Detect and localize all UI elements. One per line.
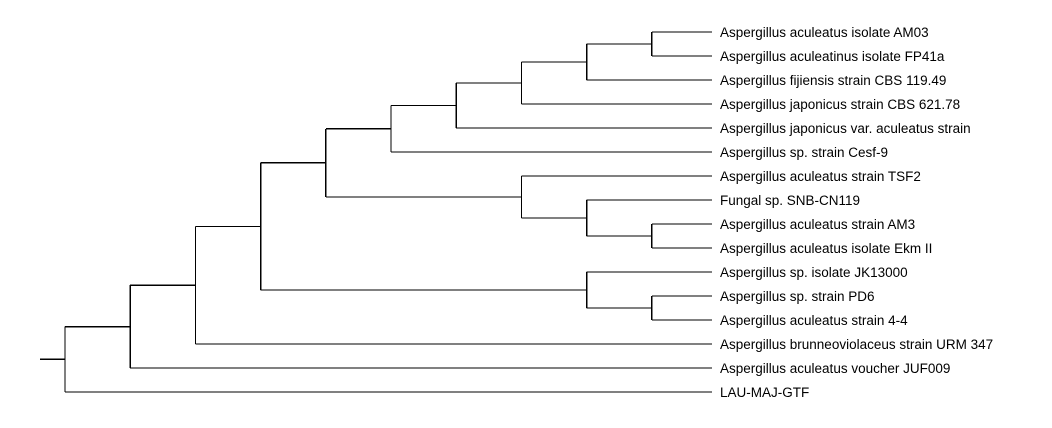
leaf-label: Aspergillus aculeatus strain 4-4 bbox=[720, 313, 908, 328]
leaf-label: Aspergillus aculeatinus isolate FP41a bbox=[720, 49, 945, 64]
leaf-label: Aspergillus aculeatus strain TSF2 bbox=[720, 169, 921, 184]
leaf-label: Fungal sp. SNB-CN119 bbox=[720, 193, 860, 208]
leaf-label: Aspergillus sp. strain PD6 bbox=[720, 289, 875, 304]
leaf-label: Aspergillus aculeatus isolate Ekm II bbox=[720, 241, 932, 256]
leaf-label: Aspergillus fijiensis strain CBS 119.49 bbox=[720, 73, 946, 88]
leaf-label: Aspergillus aculeatus isolate AM03 bbox=[720, 25, 929, 40]
leaf-label: Aspergillus sp. strain Cesf-9 bbox=[720, 145, 888, 160]
leaf-label: Aspergillus aculeatus strain AM3 bbox=[720, 217, 915, 232]
leaf-label: Aspergillus japonicus var. aculeatus str… bbox=[720, 121, 971, 136]
leaf-label: Aspergillus sp. isolate JK13000 bbox=[720, 265, 908, 280]
leaf-label: Aspergillus brunneoviolaceus strain URM … bbox=[720, 337, 993, 352]
leaf-label: LAU-MAJ-GTF bbox=[720, 385, 809, 400]
leaf-label: Aspergillus aculeatus voucher JUF009 bbox=[720, 361, 950, 376]
leaf-label: Aspergillus japonicus strain CBS 621.78 bbox=[720, 97, 960, 112]
